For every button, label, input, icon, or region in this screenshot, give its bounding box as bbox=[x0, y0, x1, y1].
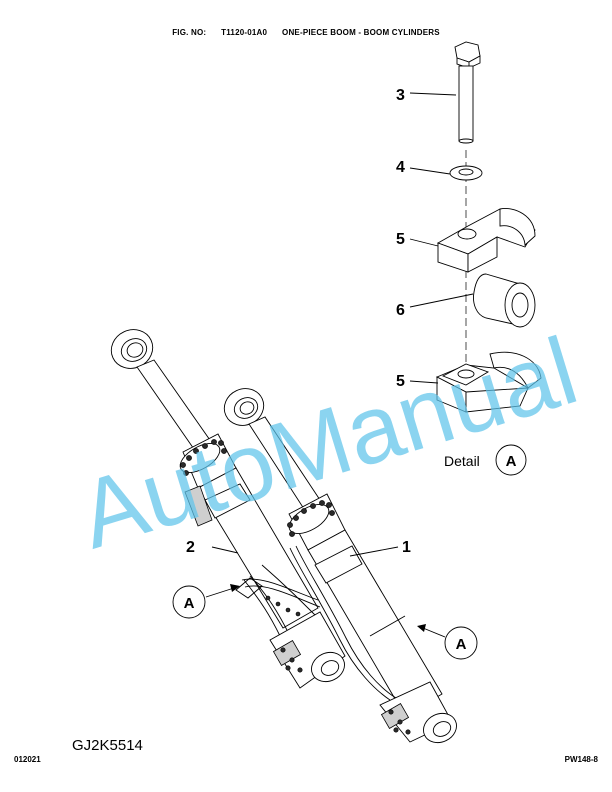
reference-a-right: A bbox=[417, 624, 478, 660]
drawing-number: GJ2K5514 bbox=[72, 737, 143, 754]
detail-label: Detail bbox=[444, 453, 480, 469]
footer-date-code: 012021 bbox=[14, 755, 41, 764]
washer-part bbox=[449, 165, 483, 181]
clamp-upper-part bbox=[436, 208, 536, 273]
gland-bolts-2 bbox=[180, 439, 227, 476]
bolt-part bbox=[454, 41, 481, 144]
callout-4: 4 bbox=[396, 159, 405, 176]
valve-block-1 bbox=[380, 703, 411, 735]
footer-page-code: PW148-8 bbox=[564, 755, 598, 764]
fig-no-value: T1120-01A0 bbox=[221, 28, 268, 37]
callout-3: 3 bbox=[396, 87, 405, 104]
reference-a-left: A bbox=[172, 584, 240, 619]
detail-letter-circle bbox=[495, 444, 527, 476]
bushing-part bbox=[473, 273, 536, 328]
valve-block-2 bbox=[272, 640, 303, 673]
figure-header: FIG. NO: T1120-01A0 ONE-PIECE BOOM - BOO… bbox=[0, 28, 612, 37]
clamp-lower-part bbox=[435, 351, 542, 413]
figure-title: ONE-PIECE BOOM - BOOM CYLINDERS bbox=[282, 28, 440, 37]
callout-5-lower: 5 bbox=[396, 373, 405, 390]
reference-letter-left: A bbox=[184, 595, 195, 612]
detail-a-assembly: 3 4 5 6 5 Detail A bbox=[396, 41, 542, 476]
crossover-hoses bbox=[235, 577, 321, 617]
callout-6: 6 bbox=[396, 302, 405, 319]
detail-letter: A bbox=[506, 453, 517, 470]
gland-bolts-1 bbox=[287, 500, 335, 537]
callout-5-upper: 5 bbox=[396, 231, 405, 248]
callout-2: 2 bbox=[186, 539, 195, 556]
fig-no-label: FIG. NO: bbox=[172, 28, 207, 37]
callout-1: 1 bbox=[402, 539, 411, 556]
boom-cylinders: 2 1 A A bbox=[110, 329, 478, 744]
cylinder-1 bbox=[223, 388, 457, 744]
reference-letter-right: A bbox=[456, 636, 467, 653]
